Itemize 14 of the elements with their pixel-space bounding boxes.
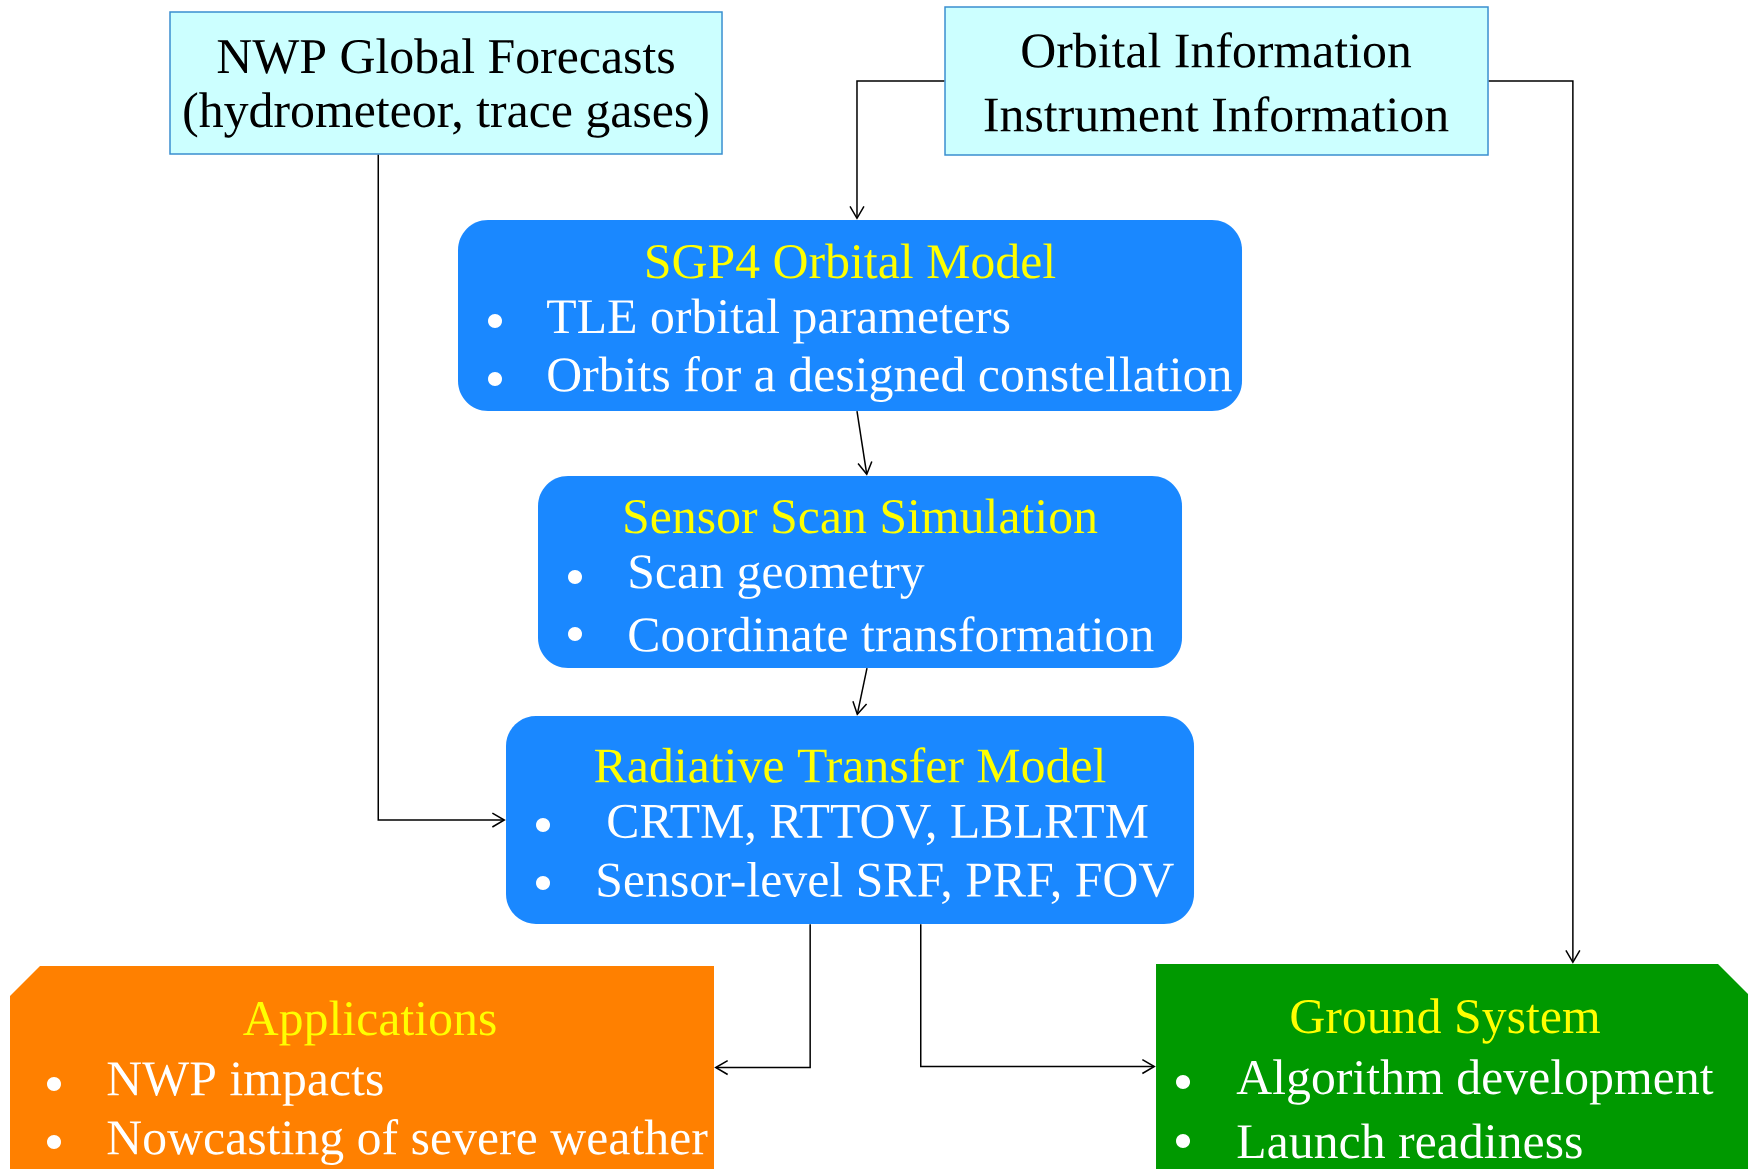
arrow (377, 154, 506, 828)
process-box: Sensor Scan Simulation Scan geometry Coordinate transformation (538, 476, 1182, 668)
process-box: Ground System Algorithm development Launch readiness (1156, 964, 1748, 1169)
arrow (849, 80, 945, 220)
process-box: Radiative Transfer Model CRTM, RTTOV, LBLRTM Sensor-level SRF, PRF, FOV (506, 716, 1194, 924)
arrow (1488, 80, 1581, 964)
process-box: Applications NWP impacts Nowcasting of severe weather (10, 966, 714, 1169)
process-box: Orbital Information Instrument Information (944, 6, 1489, 156)
process-box: SGP4 Orbital Model TLE orbital parameters Orbits for a designed constellation (458, 220, 1242, 411)
arrow (920, 923, 1156, 1075)
arrow (852, 667, 868, 716)
arrow (714, 923, 811, 1076)
process-box: NWP Global Forecasts (hydrometeor, trace gases) (169, 11, 723, 155)
arrow (856, 410, 873, 476)
